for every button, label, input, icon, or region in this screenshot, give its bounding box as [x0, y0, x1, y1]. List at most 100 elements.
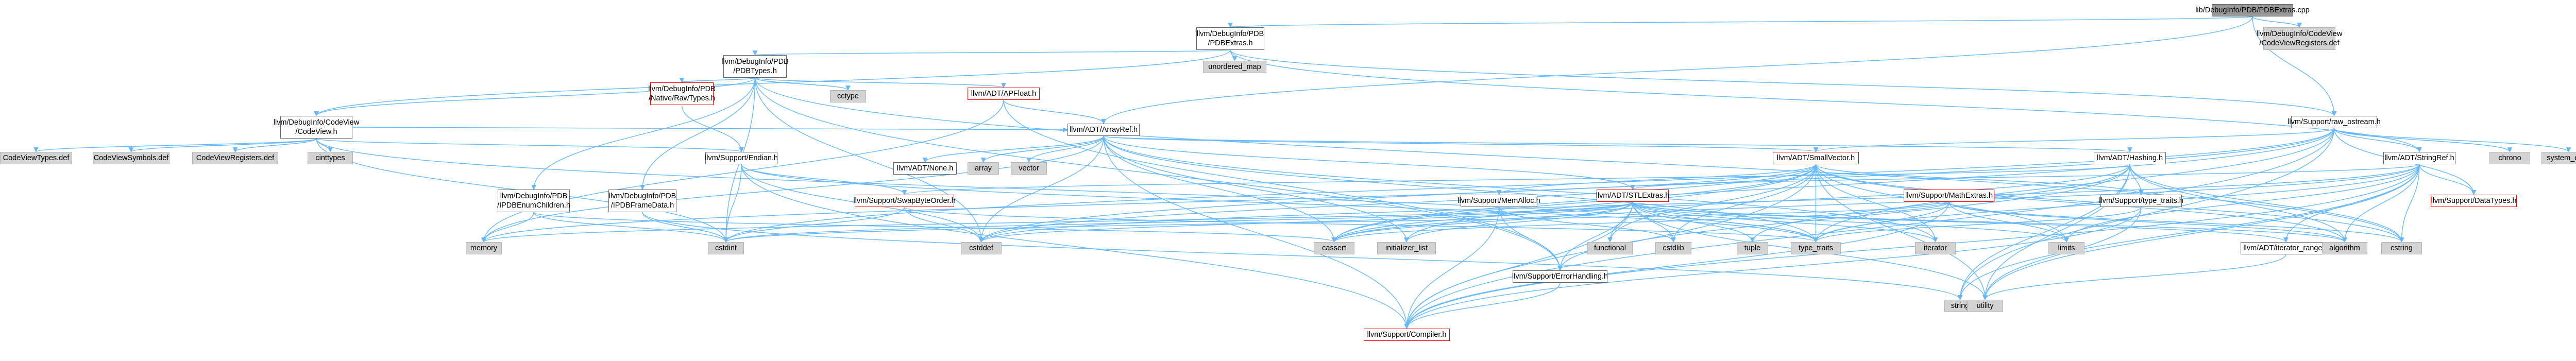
edge-smallvector_h-to-cstdlib: [1671, 164, 1817, 243]
node-arrayref-h[interactable]: llvm/ADT/ArrayRef.h: [1067, 124, 1140, 136]
edge-pdbtypes_h-to-codeview_h: [314, 77, 756, 116]
node-pdbtypes-h[interactable]: llvm/DebugInfo/PDB/PDBTypes.h: [721, 55, 789, 78]
edge-stringref_h-to-stlextras_h: [1630, 164, 2420, 190]
edge-arrayref_h-to-vector: [1026, 135, 1104, 163]
node-codeviewregisters-def-top[interactable]: llvm/DebugInfo/CodeView/CodeViewRegister…: [2257, 27, 2342, 50]
edge-hashing_h-to-string: [1957, 164, 2130, 300]
node-cstring[interactable]: cstring: [2381, 242, 2422, 254]
node-none-h[interactable]: llvm/ADT/None.h: [893, 162, 957, 175]
node-cstdlib[interactable]: cstdlib: [1655, 242, 1691, 254]
node-label: llvm/Support/MemAlloc.h: [1458, 197, 1540, 205]
edge-errorhandling_h-to-compiler_h: [1404, 282, 1561, 329]
edge-stlextras_h-to-limits: [1632, 201, 2069, 243]
node-type-traits-h[interactable]: llvm/Support/type_traits.h: [2099, 195, 2183, 207]
node-iterator[interactable]: iterator: [1915, 242, 1956, 254]
node-initializer-list[interactable]: initializer_list: [1377, 242, 1436, 254]
edge-pdbtypes_h-to-cstring: [754, 77, 2404, 243]
node-swapbyteorder-h[interactable]: llvm/Support/SwapByteOrder.h: [853, 195, 956, 207]
node-pdbextras-h[interactable]: llvm/DebugInfo/PDB/PDBExtras.h: [1196, 27, 1264, 50]
node-label: llvm/DebugInfo/PDB: [500, 192, 568, 200]
node-unordered-map[interactable]: unordered_map: [1203, 61, 1266, 73]
node-functional[interactable]: functional: [1587, 242, 1633, 254]
edge-memalloc_h-to-compiler_h: [1404, 207, 1500, 329]
edge-type_traits_h-to-type_traits: [1813, 207, 2142, 243]
node-memory[interactable]: memory: [466, 242, 502, 254]
node-cstddef[interactable]: cstddef: [961, 242, 1002, 254]
edge-mathextras_h-to-cassert: [1331, 201, 1950, 243]
node-label: cstring: [2391, 244, 2413, 252]
node-tuple[interactable]: tuple: [1737, 242, 1768, 254]
node-cstdint[interactable]: cstdint: [708, 242, 744, 254]
node-label: llvm/ADT/ArrayRef.h: [1069, 126, 1138, 134]
edge-pdbframedata_h-to-string: [642, 212, 1963, 300]
edge-stlextras_h-to-cassert: [1331, 201, 1633, 243]
node-mathextras-h[interactable]: llvm/Support/MathExtras.h: [1904, 190, 1994, 202]
node-cassert[interactable]: cassert: [1314, 242, 1354, 254]
node-codeview-h[interactable]: llvm/DebugInfo/CodeView/CodeView.h: [274, 116, 359, 139]
node-stlextras-h[interactable]: llvm/ADT/STLExtras.h: [1596, 190, 1670, 202]
node-pdbsymenumchildren-h[interactable]: llvm/DebugInfo/PDB/IPDBEnumChildren.h: [497, 190, 570, 212]
node-label: llvm/ADT/STLExtras.h: [1596, 192, 1670, 200]
edge-arrayref_h-to-memory: [481, 135, 1104, 243]
edge-pdbframedata_h-to-cstdint: [642, 212, 728, 243]
edge-arrayref_h-to-iterator: [1103, 135, 1938, 243]
node-errorhandling-h[interactable]: llvm/Support/ErrorHandling.h: [1512, 270, 1608, 283]
edge-iterator_range_h-to-utility: [1982, 254, 2286, 300]
node-root[interactable]: lib/DebugInfo/PDB/PDBExtras.cpp: [2195, 4, 2310, 16]
node-pdbframedata-h[interactable]: llvm/DebugInfo/PDB/IPDBFrameData.h: [608, 190, 676, 212]
edge-raw_ostream_h-to-stringref_h: [2333, 128, 2422, 152]
node-system-error[interactable]: system_error: [2541, 152, 2576, 164]
edge-pdbextras_h-to-raw_ostream_h: [1230, 49, 2337, 116]
node-cinttypes[interactable]: cinttypes: [308, 152, 353, 164]
node-apfloat-h[interactable]: llvm/ADT/APFloat.h: [968, 88, 1040, 100]
node-type-traits[interactable]: type_traits: [1791, 242, 1841, 254]
edge-stringref_h-to-utility: [1982, 164, 2420, 300]
node-hashing-h[interactable]: llvm/ADT/Hashing.h: [2094, 152, 2166, 164]
node-codeviewsymbols-def[interactable]: CodeViewSymbols.def: [93, 152, 170, 164]
node-utility[interactable]: utility: [1967, 300, 2003, 312]
node-compiler-h[interactable]: llvm/Support/Compiler.h: [1364, 329, 1450, 341]
node-label: cstdlib: [1663, 244, 1684, 252]
node-endian-h[interactable]: llvm/Support/Endian.h: [705, 152, 778, 164]
node-vector[interactable]: vector: [1011, 162, 1047, 175]
node-codeviewtypes-def[interactable]: CodeViewTypes.def: [0, 152, 72, 164]
edge-stlextras_h-to-memory: [481, 201, 1633, 243]
edge-stringref_h-to-datatypes_h: [2419, 164, 2477, 195]
edge-hashing_h-to-type_traits_h: [2129, 164, 2144, 195]
node-codeviewregisters-def[interactable]: CodeViewRegisters.def: [192, 152, 278, 164]
node-rawtypes-h[interactable]: llvm/DebugInfo/PDB/Native/RawTypes.h: [648, 82, 716, 105]
edge-smallvector_h-to-memalloc_h: [1496, 164, 1817, 195]
edge-root-to-raw_ostream_h: [2252, 16, 2337, 116]
edge-stlextras_h-to-tuple: [1632, 201, 1755, 243]
node-cctype[interactable]: cctype: [830, 90, 866, 102]
node-chrono[interactable]: chrono: [2489, 152, 2530, 164]
node-label: llvm/ADT/None.h: [896, 164, 954, 173]
edge-pdbtypes_h-to-rawtypes_h: [679, 77, 756, 83]
node-memalloc-h[interactable]: llvm/Support/MemAlloc.h: [1458, 195, 1540, 207]
node-array[interactable]: array: [968, 162, 999, 175]
node-iterator-range-h[interactable]: llvm/ADT/iterator_range.h: [2241, 242, 2331, 254]
edge-codeview_h-to-codeviewregisters_def: [232, 138, 317, 152]
edge-arrayref_h-to-cassert: [1103, 135, 1337, 243]
edge-stlextras_h-to-cstddef: [978, 201, 1633, 243]
node-datatypes-h[interactable]: llvm/Support/DataTypes.h: [2431, 195, 2517, 207]
node-raw-ostream-h[interactable]: llvm/Support/raw_ostream.h: [2287, 116, 2381, 128]
node-stringref-h[interactable]: llvm/ADT/StringRef.h: [2383, 152, 2455, 164]
node-label: array: [974, 164, 992, 173]
edge-pdbsymenumchildren_h-to-cassert: [533, 212, 1336, 243]
node-algorithm[interactable]: algorithm: [2322, 242, 2367, 254]
node-label: llvm/Support/SwapByteOrder.h: [853, 197, 956, 205]
edge-stlextras_h-to-compiler_h: [1404, 201, 1633, 329]
edge-pdbsymenumchildren_h-to-memory: [481, 212, 534, 243]
edge-pdbextras_h-to-stringref_h: [1230, 49, 2422, 152]
edge-pdbsymenumchildren_h-to-cstdint: [533, 212, 728, 243]
edge-hashing_h-to-utility: [1982, 164, 2130, 300]
node-smallvector-h[interactable]: llvm/ADT/SmallVector.h: [1773, 152, 1859, 164]
node-limits[interactable]: limits: [2048, 242, 2084, 254]
edge-stringref_h-to-cstring: [2399, 164, 2420, 243]
edge-swapbyteorder_h-to-type_traits: [904, 207, 1818, 243]
node-label: llvm/Support/type_traits.h: [2099, 197, 2183, 205]
node-label: /CodeViewRegisters.def: [2259, 39, 2340, 47]
edge-pdbtypes_h-to-apfloat_h: [754, 77, 1006, 88]
